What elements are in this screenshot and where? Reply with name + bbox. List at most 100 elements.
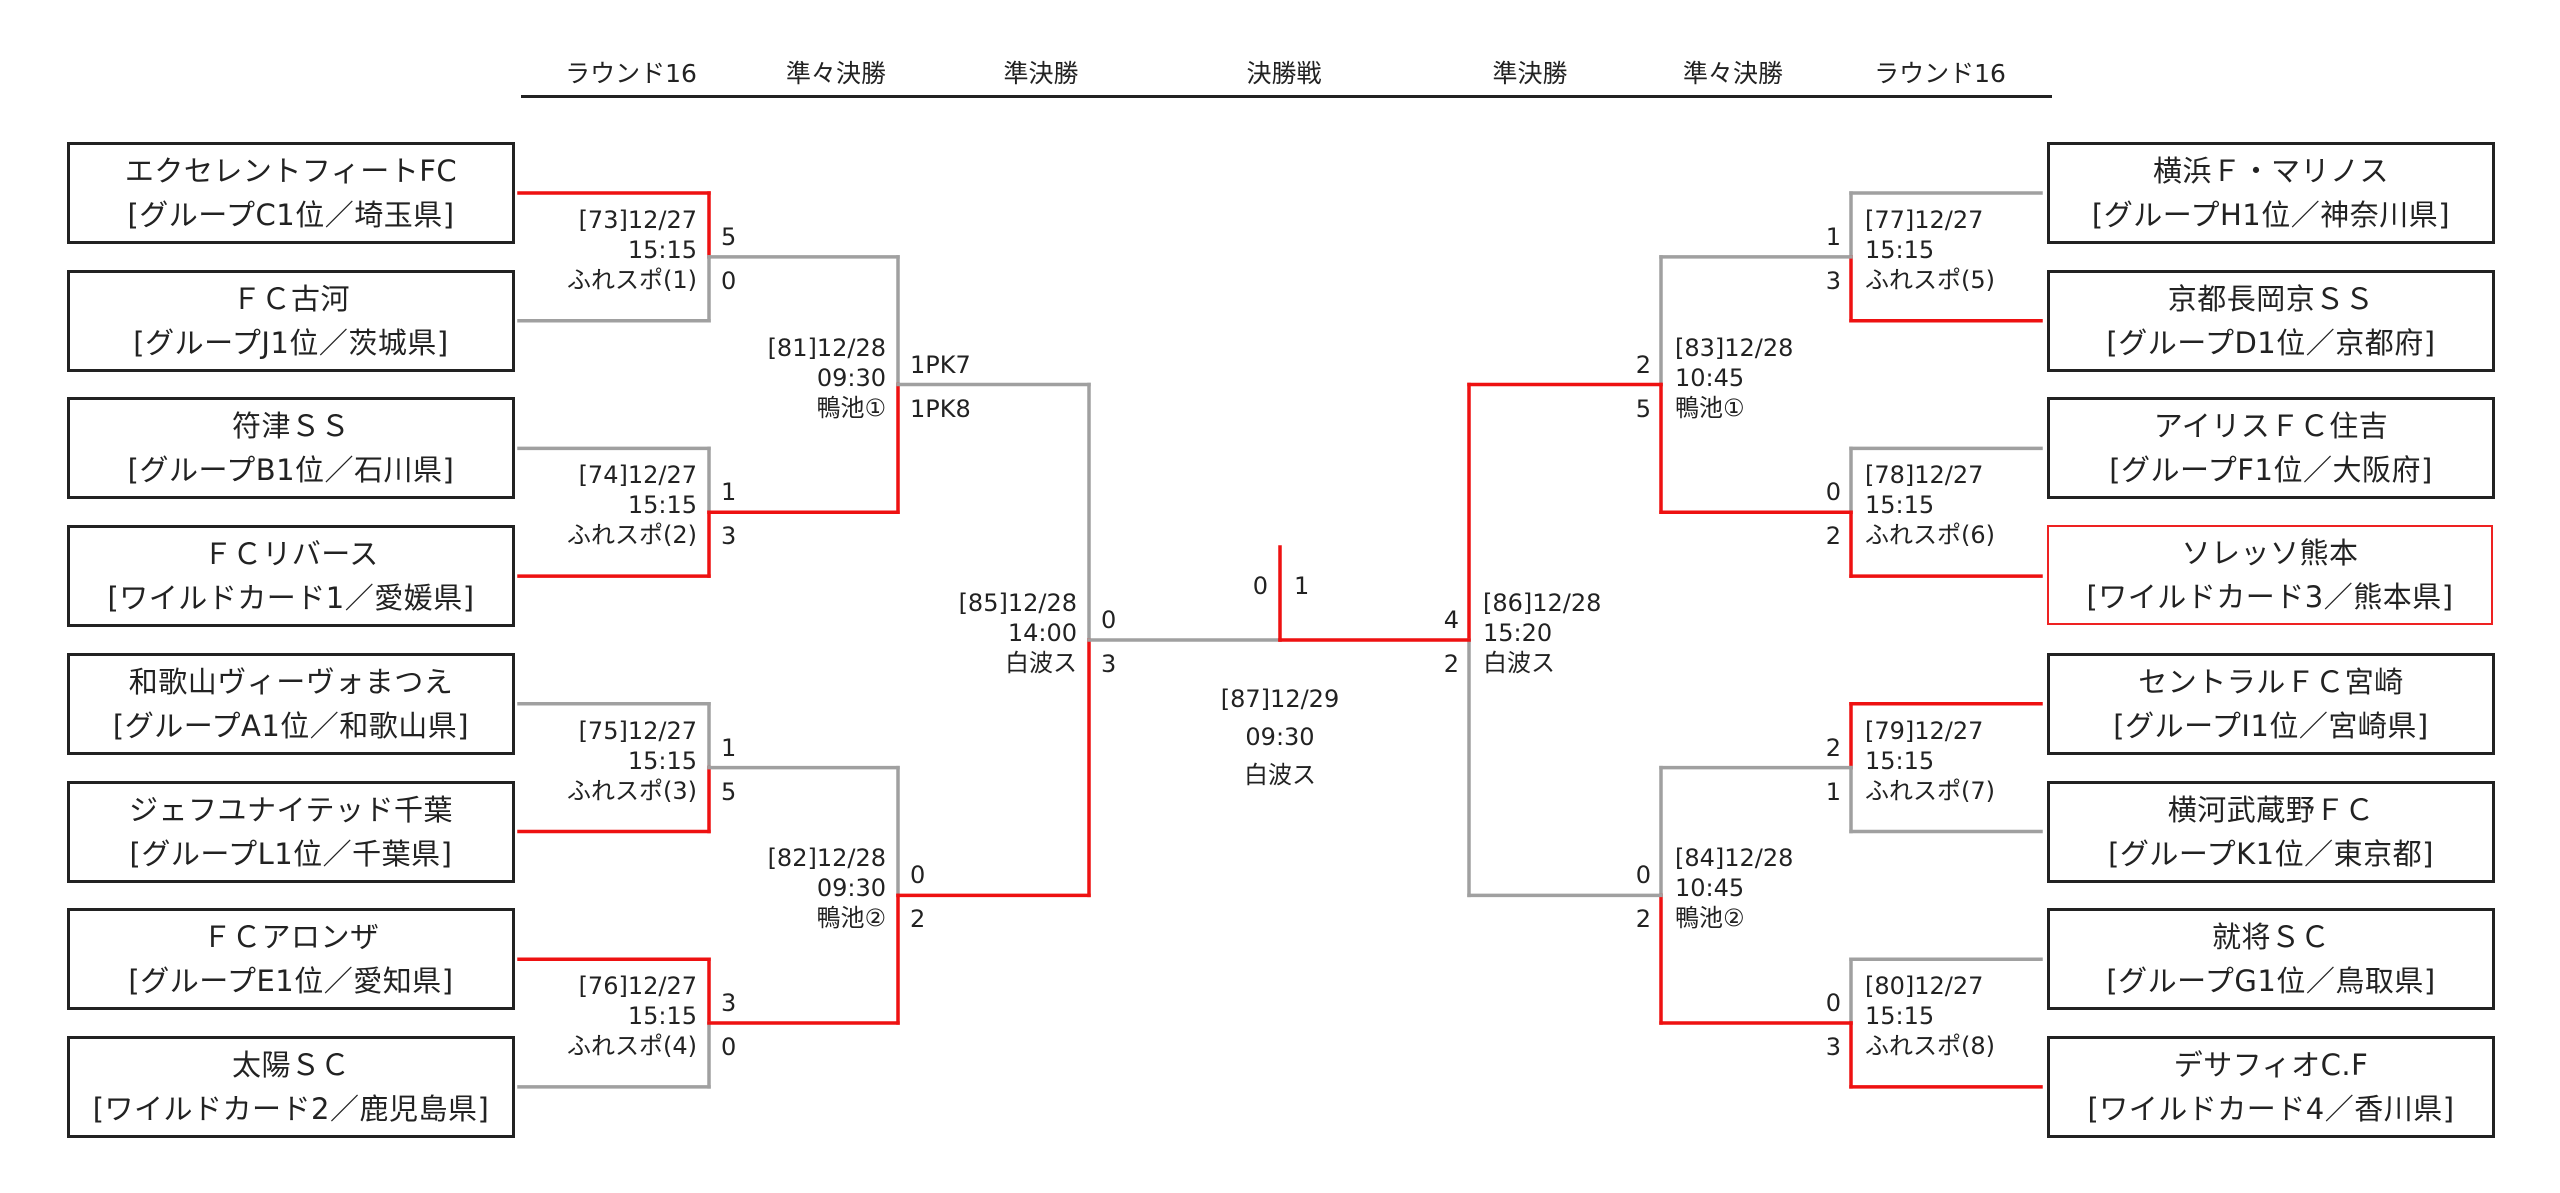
team-box-right-6: 横河武蔵野ＦＣ[グループK1位／東京都]	[2047, 780, 2495, 883]
match-id: [74]12/27	[578, 461, 697, 490]
match-time: 15:20	[1483, 618, 1553, 647]
match-time: 10:45	[1675, 874, 1745, 903]
team-name: エクセレントフィートFC	[124, 154, 458, 188]
match-venue: 白波ス	[1483, 648, 1555, 677]
score-top: 5	[721, 222, 737, 251]
team-name: 符津ＳＳ	[231, 409, 350, 444]
team-seed: [ワイルドカード3／熊本県]	[2086, 580, 2454, 615]
team-name: ＦＣ古河	[231, 281, 350, 316]
match-id: [80]12/27	[1865, 972, 1984, 1001]
team-name: 横浜Ｆ・マリノス	[2152, 154, 2389, 188]
team-name: 太陽ＳＣ	[231, 1047, 350, 1082]
match-venue: 鴨池②	[816, 904, 886, 933]
score-top: 0	[1635, 861, 1651, 890]
score-bottom: 1	[1825, 777, 1841, 806]
team-box-left-7: ＦＣアロンザ [グループE1位／愛知県]	[67, 908, 515, 1011]
score-top: 1PK7	[910, 350, 971, 379]
score-top: 0	[1825, 478, 1841, 507]
score-top: 3	[721, 989, 737, 1018]
score-top: 0	[910, 861, 926, 890]
final-time: 09:30	[1245, 722, 1315, 751]
team-box-right-4: ソレッソ熊本 [ワイルドカード3／熊本県]	[2047, 525, 2493, 626]
match-venue: 鴨池①	[1675, 393, 1745, 422]
final-venue: 白波ス	[1244, 760, 1316, 789]
match-venue: ふれスポ(5)	[1865, 265, 1995, 294]
team-box-left-2: ＦＣ古河[グループJ1位／茨城県]	[67, 269, 515, 372]
team-seed: [グループB1位／石川県]	[127, 453, 455, 488]
match-venue: ふれスポ(2)	[567, 521, 697, 550]
score-bottom: 2	[1825, 522, 1841, 551]
header-divider	[521, 95, 2052, 98]
score-top: 1	[1825, 222, 1841, 251]
score-top: 1	[721, 478, 737, 507]
team-seed: [ワイルドカード1／愛媛県]	[107, 581, 475, 616]
match-id: [78]12/27	[1865, 461, 1984, 490]
score-bottom: 1PK8	[910, 394, 971, 423]
team-seed: [グループH1位／神奈川県]	[2091, 198, 2451, 232]
team-seed: [グループA1位／和歌山県]	[112, 708, 470, 743]
team-seed: [グループC1位／埼玉県]	[127, 198, 455, 232]
team-name: 就将ＳＣ	[2211, 920, 2330, 955]
team-name: アイリスＦＣ住吉	[2153, 409, 2389, 444]
match-venue: ふれスポ(4)	[567, 1032, 697, 1061]
match-id: [73]12/27	[578, 205, 697, 234]
match-id: [82]12/28	[767, 844, 886, 873]
team-box-right-3: アイリスＦＣ住吉[グループF1位／大阪府]	[2047, 397, 2495, 500]
header-left-round16: ラウンド16	[565, 59, 697, 88]
team-box-left-3: 符津ＳＳ [グループB1位／石川県]	[67, 397, 515, 500]
team-seed: [ワイルドカード2／鹿児島県]	[92, 1091, 490, 1126]
match-venue: ふれスポ(7)	[1865, 776, 1995, 805]
header-left-quarterfinal: 準々決勝	[785, 59, 887, 88]
score-top: 0	[1101, 605, 1117, 634]
score-top: 2	[1635, 350, 1651, 379]
match-time: 15:15	[1865, 746, 1935, 775]
match-id: [79]12/27	[1865, 716, 1984, 745]
team-seed: [グループD1位／京都府]	[2106, 325, 2436, 360]
score-top: 4	[1443, 605, 1459, 634]
team-box-left-1: エクセレントフィートFC [グループC1位／埼玉県]	[67, 142, 515, 244]
match-time: 09:30	[816, 874, 886, 903]
header-left-semifinal: 準決勝	[1003, 59, 1079, 88]
score-bottom: 3	[1101, 649, 1117, 678]
team-name: 横河武蔵野ＦＣ	[2167, 792, 2375, 827]
match-venue: ふれスポ(1)	[567, 265, 697, 294]
final-score-left: 0	[1252, 571, 1268, 600]
score-top: 0	[1825, 989, 1841, 1018]
match-time: 15:15	[1865, 491, 1935, 520]
team-seed: [ワイルドカード4／香川県]	[2087, 1091, 2455, 1126]
match-id: [76]12/27	[578, 972, 697, 1001]
match-id: [83]12/28	[1675, 333, 1794, 362]
team-seed: [グループE1位／愛知県]	[128, 964, 454, 999]
team-box-left-5: 和歌山ヴィーヴォまつえ[グループA1位／和歌山県]	[67, 652, 515, 755]
match-venue: 白波ス	[1005, 648, 1077, 677]
match-time: 15:15	[627, 491, 697, 520]
team-name: ＦＣアロンザ	[202, 920, 380, 955]
score-bottom: 3	[1825, 266, 1841, 295]
match-venue: 鴨池②	[1675, 904, 1745, 933]
header-right-semifinal: 準決勝	[1492, 59, 1568, 88]
header-final: 決勝戦	[1246, 59, 1322, 88]
team-box-right-2: 京都長岡京ＳＳ[グループD1位／京都府]	[2047, 269, 2495, 372]
score-bottom: 3	[721, 522, 737, 551]
match-time: 10:45	[1675, 363, 1745, 392]
team-box-right-8: デサフィオC.F[ワイルドカード4／香川県]	[2047, 1035, 2495, 1138]
match-time: 15:15	[1865, 235, 1935, 264]
match-id: [75]12/27	[578, 716, 697, 745]
team-seed: [グループL1位／千葉県]	[129, 836, 453, 871]
match-time: 15:15	[1865, 1002, 1935, 1031]
team-name: ソレッソ熊本	[2181, 536, 2359, 571]
